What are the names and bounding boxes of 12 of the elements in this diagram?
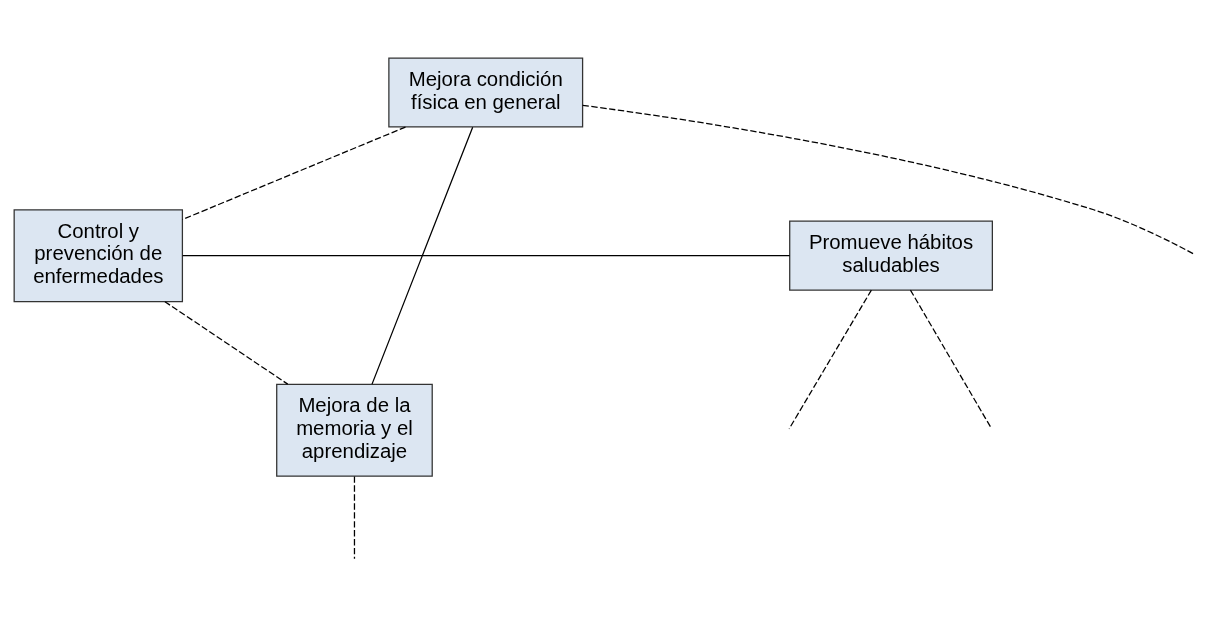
connector — [909, 288, 993, 430]
node-box: Promueve hábitos saludables — [789, 220, 993, 291]
connector — [182, 254, 791, 256]
connector — [582, 104, 1195, 255]
connector — [788, 288, 872, 430]
connector — [164, 300, 289, 385]
node-box: Mejora de la memoria y el aprendizaje — [276, 383, 433, 477]
node-box: Control y prevención de enfermedades — [13, 208, 184, 302]
node-box: Mejora condición física en general — [388, 56, 584, 128]
connector — [181, 125, 407, 220]
connector — [353, 475, 356, 559]
connector — [371, 126, 474, 385]
